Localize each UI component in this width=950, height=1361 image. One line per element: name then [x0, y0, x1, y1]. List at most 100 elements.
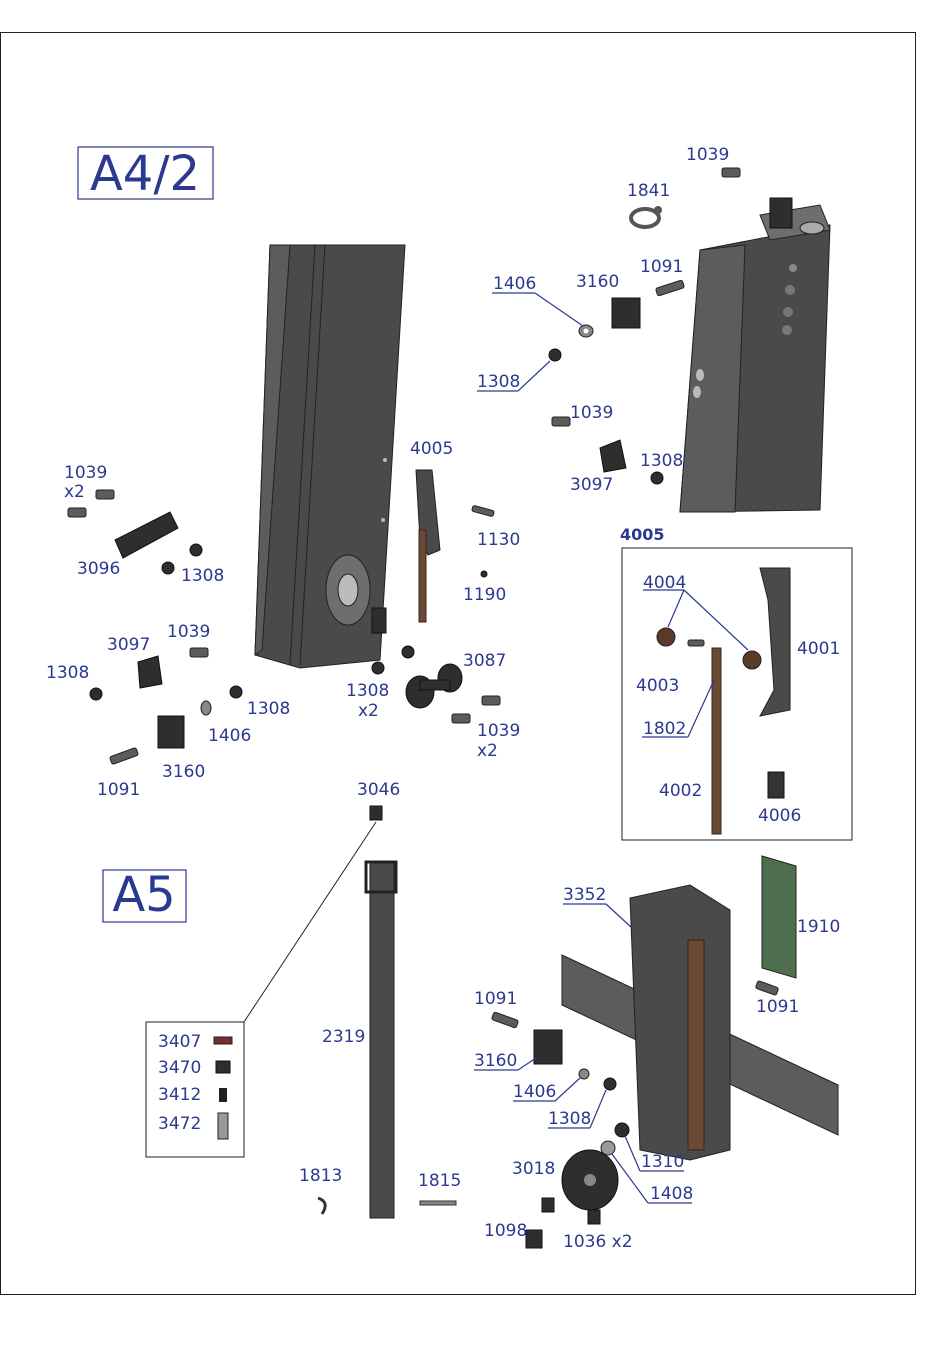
kit-item-label: 3412	[158, 1085, 201, 1105]
washer-1406-a5	[579, 1069, 589, 1079]
kit-item-label: 3472	[158, 1114, 201, 1134]
label-4004: 4004	[643, 573, 686, 593]
label-4005: 4005	[410, 439, 453, 459]
nut-1310	[615, 1123, 629, 1137]
label-3046: 3046	[357, 780, 400, 800]
label-1098: 1098	[484, 1221, 527, 1241]
bolt-1039-l2	[190, 648, 208, 657]
bolt-1091-a5	[755, 980, 778, 995]
leader-3046	[244, 822, 376, 1022]
label-1308-f: 1308	[247, 699, 290, 719]
kit-icons	[214, 1037, 232, 1139]
nut-1308-a	[549, 349, 561, 361]
nut-1308-e	[230, 686, 242, 698]
lever-assembly-4005	[416, 470, 440, 622]
label-3160-left: 3160	[162, 762, 205, 782]
bolt-1039-mid	[552, 417, 570, 426]
label-1308-b: 1308	[640, 451, 683, 471]
clamp-3096	[115, 512, 178, 558]
bolt-1091-left	[109, 747, 138, 764]
label-1308-a: 1308	[477, 372, 520, 392]
nut-1308-a5	[604, 1078, 616, 1090]
label-1130: 1130	[477, 530, 520, 550]
section-a5-title: A5	[112, 867, 175, 923]
pin-1190	[481, 571, 487, 577]
label-3352: 3352	[563, 885, 606, 905]
label-3087: 3087	[463, 651, 506, 671]
label-1802: 1802	[643, 719, 686, 739]
label-x2-r: x2	[477, 741, 498, 761]
label-1308-d: 1308	[46, 663, 89, 683]
label-1310: 1310	[641, 1152, 684, 1172]
detail-title-4005: 4005	[620, 525, 665, 544]
label-1406-a5: 1406	[513, 1082, 556, 1102]
label-3097-top: 3097	[570, 475, 613, 495]
block-3160-a5	[534, 1030, 562, 1064]
right-column-profile	[680, 198, 830, 512]
label-x2-left: x2	[64, 482, 85, 502]
nut-1308-b	[651, 472, 663, 484]
label-1039-l2: 1039	[167, 622, 210, 642]
left-column-profile	[255, 245, 405, 668]
label-1841: 1841	[627, 181, 670, 201]
bolt-1091-top	[655, 280, 684, 296]
label-1406-left: 1406	[208, 726, 251, 746]
label-2319: 2319	[322, 1027, 365, 1047]
label-1039-r: 1039	[477, 721, 520, 741]
washer-1406-top	[579, 325, 593, 337]
knob-3046	[370, 806, 382, 820]
label-1813: 1813	[299, 1166, 342, 1186]
bolt-1098	[526, 1230, 542, 1248]
kit-item-label: 3407	[158, 1032, 201, 1052]
label-1308-a5: 1308	[548, 1109, 591, 1129]
label-1408: 1408	[650, 1184, 693, 1204]
label-3160-a5: 3160	[474, 1051, 517, 1071]
detail-part-4003	[688, 640, 704, 646]
bolt-1039-top	[722, 168, 740, 177]
kit-item-label: 3470	[158, 1058, 201, 1078]
label-1308-e: 1308	[346, 681, 389, 701]
label-1091-top: 1091	[640, 257, 683, 277]
block-3097-left	[138, 656, 162, 688]
label-1039-left: 1039	[64, 463, 107, 483]
label-1815: 1815	[418, 1171, 461, 1191]
section-a42-title: A4/2	[90, 146, 200, 202]
block-3160-top	[612, 298, 640, 328]
label-1091-a5b: 1091	[474, 989, 517, 1009]
label-4001: 4001	[797, 639, 840, 659]
label-1039-top: 1039	[686, 145, 729, 165]
pin-1815	[420, 1201, 456, 1205]
label-x2-mid: x2	[358, 701, 379, 721]
eye-bolt-1841	[631, 206, 662, 227]
bolt-1091-a5b	[491, 1012, 518, 1028]
profile-2319	[366, 862, 396, 1218]
label-3160-top: 3160	[576, 272, 619, 292]
nut-1308-d	[90, 688, 102, 700]
bolts-1039-r	[452, 696, 500, 723]
label-1406-top: 1406	[493, 274, 536, 294]
block-3097-top	[600, 440, 626, 472]
detail-part-4006	[768, 772, 784, 798]
block-3160-left	[158, 716, 184, 748]
screw-1130	[472, 505, 495, 516]
detail-part-4004	[657, 628, 761, 669]
detail-part-4002	[712, 648, 721, 834]
panel-1910	[762, 856, 796, 978]
label-1036: 1036 x2	[563, 1232, 633, 1252]
label-3096: 3096	[77, 559, 120, 579]
wheel-3018	[562, 1150, 618, 1210]
pin-1813	[318, 1198, 325, 1214]
label-3097-left: 3097	[107, 635, 150, 655]
label-1308-c: 1308	[181, 566, 224, 586]
detail-part-4001	[760, 568, 790, 716]
label-4003: 4003	[636, 676, 679, 696]
label-4002: 4002	[659, 781, 702, 801]
label-1091-left: 1091	[97, 780, 140, 800]
label-1091-a5: 1091	[756, 997, 799, 1017]
roller-3087	[406, 664, 462, 708]
washer-1406-left	[201, 701, 211, 715]
label-4006: 4006	[758, 806, 801, 826]
label-1910: 1910	[797, 917, 840, 937]
label-1190: 1190	[463, 585, 506, 605]
